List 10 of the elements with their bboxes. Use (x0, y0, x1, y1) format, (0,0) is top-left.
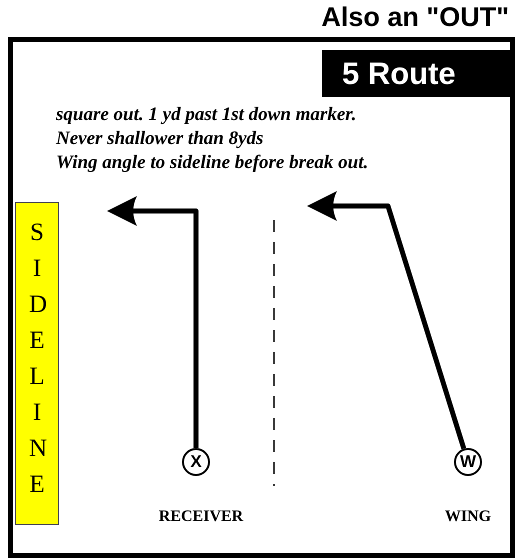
player-marker: X (182, 448, 210, 476)
coaching-note: Never shallower than 8yds (56, 127, 264, 151)
title: Also an "OUT" (321, 1, 509, 34)
player-marker: W (454, 448, 482, 476)
sideline-bar: SIDELINE (15, 202, 59, 525)
coaching-note: Wing angle to sideline before break out. (56, 151, 368, 175)
route-heading: 5 Route (322, 50, 510, 97)
player-caption: WING (444, 508, 492, 526)
player-caption: RECEIVER (158, 508, 244, 526)
coaching-note: square out. 1 yd past 1st down marker. (56, 103, 356, 127)
